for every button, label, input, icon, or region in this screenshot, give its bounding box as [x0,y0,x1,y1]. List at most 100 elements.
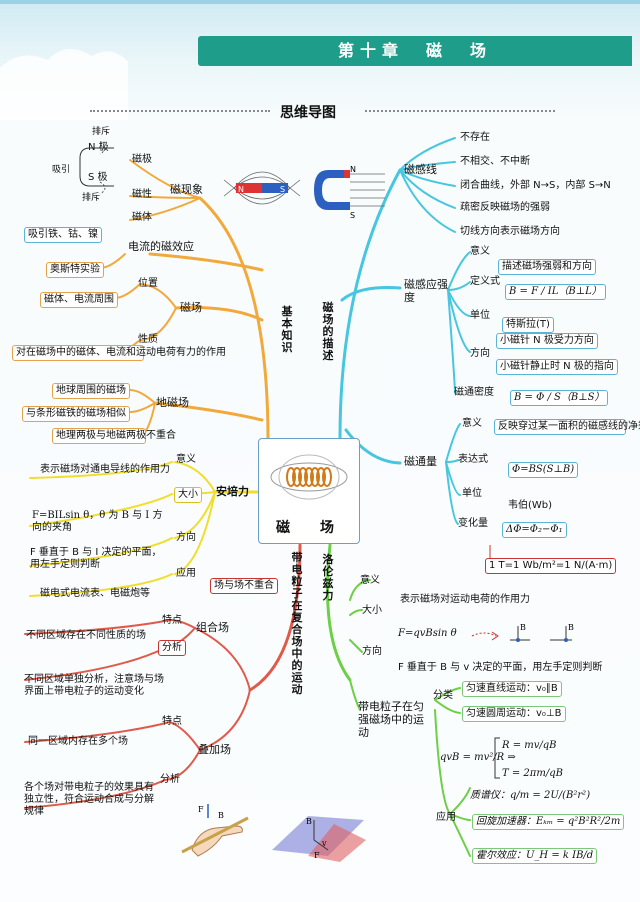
basic-iron: 吸引铁、钴、镍 [24,227,102,243]
basic-attract: 吸引 [52,165,71,175]
ampere-magnitude: 大小 [174,487,202,503]
lorentz-hall: 霍尔效应：U_H = k IB/d [472,848,598,864]
title-divider-right [365,110,555,112]
composite-combo-feature-desc: 不同区域存在不同性质的场 [26,630,146,641]
basic-repel-bottom: 排斥 [82,193,101,203]
desc-tesla-relation: 1 T=1 Wb/m²=1 N/(A·m) [485,558,617,574]
composite-combo-feature: 特点 [162,615,182,626]
lorentz-straight: 匀速直线运动：v₀∥B [462,681,562,697]
desc-flux: 磁通量 [404,455,437,468]
ampere-direction-desc: F 垂直于 B 与 I 决定的平面，用左手定则判断 [30,547,162,570]
lorentz-radius: R = mv/qB [502,740,557,751]
basic-nature: 性质 [138,334,158,345]
lorentz-force-sketch: B B [471,623,574,642]
basic-field: 磁场 [180,301,202,314]
hand-b-label: B [218,811,224,820]
basic-earth-field: 地磁场 [156,396,189,409]
basic-position-desc: 磁体、电流周围 [40,292,118,308]
plane-f-label: F [314,851,320,860]
hand-f-label: F [198,805,204,814]
desc-lines: 磁感线 [404,163,437,176]
composite-not-overlap: 场与场不重合 [210,578,278,594]
desc-strength: 磁感应强度 [404,278,448,304]
desc-meaning-desc: 描述磁场强弱和方向 [498,259,596,275]
lorentz-meaning-desc: 表示磁场对运动电荷的作用力 [400,594,530,605]
branch-basic-label: 基本知识 [281,305,293,354]
basic-repel-top: 排斥 [92,127,111,137]
branch-lorentz-label: 洛伦兹力 [322,553,334,602]
ampere-application-desc: 磁电式电流表、电磁炮等 [40,588,150,599]
basic-nature-desc: 对在磁场中的磁体、电流和运动电荷有力的作用 [12,345,226,361]
desc-expression-formula: Φ=BS(S⊥B) [508,462,579,478]
title-divider-left [90,110,270,112]
lorentz-direction-desc: F 垂直于 B 与 v 决定的平面，用左手定则判断 [398,662,603,673]
desc-not-exist: 不存在 [460,132,490,143]
ampere-application: 应用 [176,568,196,579]
lorentz-circle: 匀速圆周运动：v₀⊥B [462,706,566,722]
desc-flux-density: 磁通密度 [454,387,494,398]
desc-expression: 表达式 [458,454,488,465]
basic-earth-around: 地球周围的磁场 [52,383,130,399]
basic-phenomenon: 磁现象 [170,183,203,196]
ampere-meaning: 意义 [176,454,196,465]
composite-stack-feature-desc: 同一区域内存在多个场 [28,736,128,747]
desc-change-formula: ΔΦ=Φ₂−Φ₁ [502,522,567,538]
mindmap-title: 思维导图 [280,105,336,121]
ampere-direction: 方向 [176,532,196,543]
desc-unit-desc: 特斯拉(T) [502,317,554,333]
sketch-b-1: B [520,623,526,632]
pole-bracket [79,141,114,195]
composite-stack-feature: 特点 [162,716,182,727]
lorentz-cyclotron: 回旋加速器：Eₖₘ = q²B²R²/2m [472,814,625,830]
composite-stack-analysis-desc: 各个场对带电粒子的效果具有独立性，符合运动合成与分解规律 [24,782,154,817]
desc-definition: 定义式 [470,276,500,287]
lorentz-mass-spec: 质谱仪：q/m = 2U/(B²r²) [470,790,591,801]
desc-weber: 韦伯(Wb) [508,500,553,511]
basic-magnetic-body: 磁体 [132,212,152,223]
center-node: 磁 场 [258,438,360,544]
basic-magnetism: 磁性 [132,189,152,200]
basic-s-pole: S 极 [88,172,108,183]
plane-b-label: B [306,817,312,826]
desc-flux-density-formula: B = Φ / S（B⊥S） [510,390,609,406]
center-label: 磁 场 [276,520,342,536]
branch-composite-label: 带电粒子在复合场中的运动 [291,551,303,696]
branch-ampere-label: 安培力 [216,485,249,498]
lorentz-magnitude-formula: F=qvBsin θ [398,628,457,639]
lorentz-meaning: 意义 [360,575,380,586]
desc-flux-meaning: 意义 [462,418,482,429]
basic-current-effect: 电流的磁效应 [128,240,194,253]
desc-change: 变化量 [458,518,488,529]
horseshoe-magnet-icon: N S [314,165,385,220]
bar-magnet-icon: N S [223,171,301,205]
basic-position: 位置 [138,278,158,289]
desc-dir-2: 小磁针静止时 N 极的指向 [496,359,618,375]
plane-v-label: v [321,839,327,848]
lorentz-qvb: qvB = mv²/R ⇒ [440,752,516,763]
composite-combo-analysis: 分析 [158,640,186,656]
left-hand-rule-icon: F B [181,804,249,857]
lorentz-classify: 分类 [433,690,453,701]
horseshoe-s: S [350,211,355,220]
desc-flux-unit: 单位 [462,488,482,499]
desc-tangent: 切线方向表示磁场方向 [460,226,560,237]
basic-earth-similar: 与条形磁铁的磁场相似 [22,406,130,422]
desc-dir-1: 小磁针 N 极受力方向 [496,333,598,349]
basic-oersted: 奥斯特实验 [46,262,104,278]
composite-combo: 组合场 [196,621,229,634]
branch-desc-label: 磁场的描述 [322,301,334,362]
desc-flux-meaning-desc: 反映穿过某一面积的磁感线的净剩条数 [494,419,640,435]
composite-combo-analysis-desc: 不同区域单独分析，注意场与场界面上带电粒子的运动变化 [24,674,164,697]
desc-def-formula: B = F / IL（B⊥L） [505,284,606,300]
horseshoe-n: N [350,165,356,174]
desc-density: 疏密反映磁场的强弱 [460,202,550,213]
sketch-b-2: B [568,623,574,632]
composite-stack: 叠加场 [198,743,231,756]
lorentz-application: 应用 [436,812,456,823]
composite-stack-analysis: 分析 [160,774,180,785]
lorentz-magnitude: 大小 [362,605,382,616]
ampere-magnitude-desc: F=BILsin θ，θ 为 B 与 I 方向的夹角 [32,510,163,533]
desc-closed: 闭合曲线，外部 N→S，内部 S→N [460,180,611,191]
